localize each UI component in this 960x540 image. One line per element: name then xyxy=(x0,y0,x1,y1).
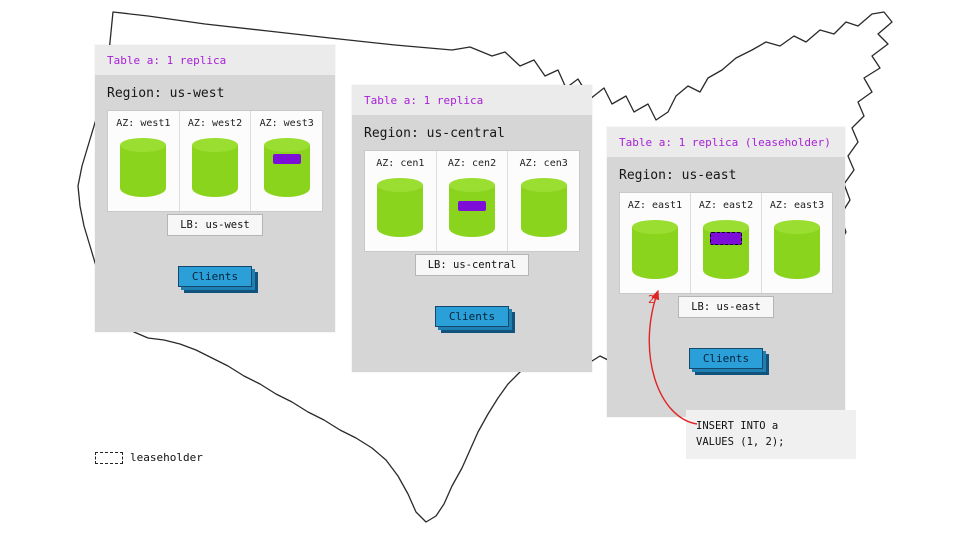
sql-line-2: VALUES (1, 2); xyxy=(696,436,785,449)
database-cylinder xyxy=(263,138,310,197)
az-label: AZ: west1 xyxy=(116,118,171,129)
region-panel-us-central: Table a: 1 replica Region: us-central AZ… xyxy=(352,85,592,372)
database-cylinder xyxy=(774,220,820,279)
az-label: AZ: east3 xyxy=(769,200,825,211)
region-title: Region: us-west xyxy=(107,86,225,101)
replica-marker xyxy=(272,154,301,164)
region-title: Region: us-central xyxy=(364,126,505,141)
az-column: AZ: east1 xyxy=(620,193,691,293)
az-column: AZ: cen3 xyxy=(508,151,579,251)
region-panel-us-east: Table a: 1 replica (leaseholder) Region:… xyxy=(607,127,845,417)
database-cylinder xyxy=(703,220,749,279)
az-label: AZ: cen3 xyxy=(519,158,568,169)
legend: leaseholder xyxy=(95,451,203,464)
database-cylinder xyxy=(377,178,424,237)
clients-button: Clients xyxy=(688,348,764,369)
database-cylinder xyxy=(520,178,567,237)
legend-leaseholder-icon xyxy=(95,451,123,464)
az-label: AZ: east1 xyxy=(627,200,683,211)
lb-box: LB: us-east xyxy=(678,296,774,318)
az-column: AZ: cen1 xyxy=(365,151,437,251)
az-column: AZ: west1 xyxy=(108,111,180,211)
az-label: AZ: west3 xyxy=(259,118,314,129)
replica-marker xyxy=(458,201,486,211)
az-label: AZ: cen1 xyxy=(376,158,425,169)
az-column: AZ: west3 xyxy=(251,111,322,211)
legend-label: leaseholder xyxy=(130,451,203,464)
az-column: AZ: east3 xyxy=(762,193,832,293)
table-replica-header: Table a: 1 replica xyxy=(95,45,335,75)
az-column: AZ: cen2 xyxy=(437,151,509,251)
az-box: AZ: west1 AZ: west2 AZ: west3 xyxy=(107,110,323,212)
az-label: AZ: east2 xyxy=(698,200,754,211)
sql-line-1: INSERT INTO a xyxy=(696,420,779,432)
leaseholder-marker xyxy=(710,232,742,245)
sql-note: INSERT INTO a VALUES (1, 2); xyxy=(686,410,856,459)
database-cylinder xyxy=(120,138,167,197)
database-cylinder xyxy=(192,138,238,197)
lb-box: LB: us-central xyxy=(414,254,530,276)
table-replica-header: Table a: 1 replica xyxy=(352,85,592,115)
database-cylinder xyxy=(449,178,495,237)
az-label: AZ: west2 xyxy=(187,118,243,129)
az-label: AZ: cen2 xyxy=(447,158,497,169)
clients-button: Clients xyxy=(177,266,253,287)
az-column: AZ: east2 xyxy=(691,193,762,293)
clients-button: Clients xyxy=(434,306,510,327)
az-column: AZ: west2 xyxy=(180,111,252,211)
lb-box: LB: us-west xyxy=(167,214,263,236)
az-box: AZ: east1 AZ: east2 AZ: east3 xyxy=(619,192,833,294)
database-cylinder xyxy=(632,220,678,279)
region-title: Region: us-east xyxy=(619,168,737,183)
region-panel-us-west: Table a: 1 replica Region: us-west AZ: w… xyxy=(95,45,335,332)
az-box: AZ: cen1 AZ: cen2 AZ: cen3 xyxy=(364,150,580,252)
table-replica-header: Table a: 1 replica (leaseholder) xyxy=(607,127,845,157)
